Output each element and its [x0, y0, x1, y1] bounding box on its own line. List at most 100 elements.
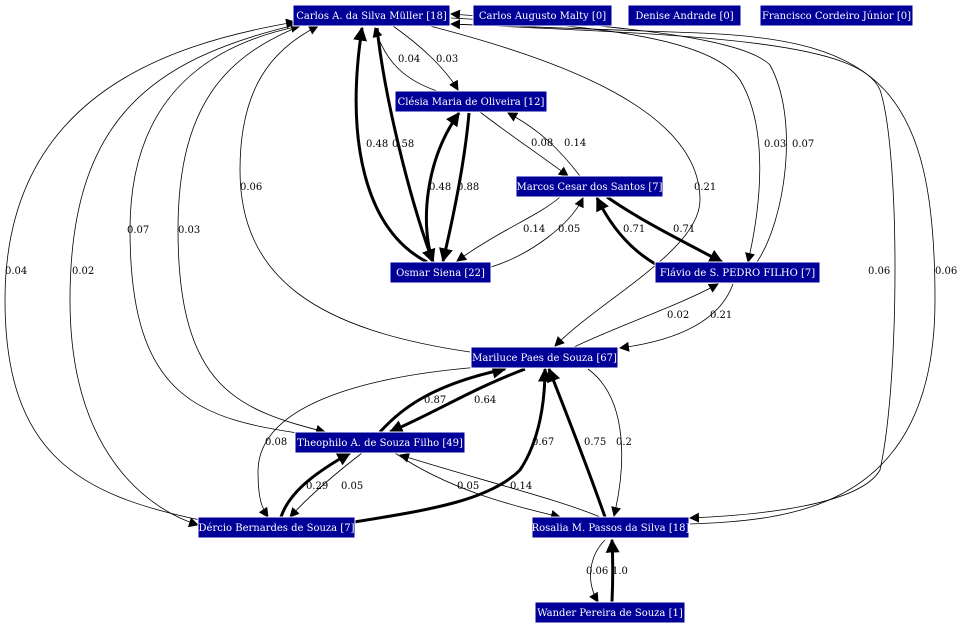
edge-line: [353, 26, 428, 264]
node-box[interactable]: [654, 261, 821, 284]
edge-weight-label: 0.2: [616, 437, 632, 448]
edge-line: [490, 197, 584, 268]
edge-theophilo-to-mariluce: 0.87: [378, 364, 507, 434]
edge-weight-label: 0.02: [667, 310, 689, 321]
edge-weight-label: 0.07: [792, 139, 814, 150]
nodes: Carlos A. da Silva Müller [18] Carlos Aug…: [197, 4, 914, 624]
node-mariluce[interactable]: Mariluce Paes de Souza [67]: [470, 346, 619, 369]
node-box[interactable]: [470, 346, 619, 369]
edge-wander-to-rosalia: 1.0: [605, 538, 628, 603]
edge-marcos-to-flavio: 0.71: [606, 195, 724, 264]
edge-weight-label: 0.21: [710, 310, 732, 321]
edge-rosalia-to-wander: 0.06: [586, 539, 608, 603]
edge-marcos-to-clesia: 0.14: [507, 112, 586, 177]
edge-weight-label: 0.75: [584, 437, 606, 448]
edge-line: [378, 364, 507, 434]
edge-dercio-to-mariluce: 0.67: [353, 367, 554, 524]
node-box[interactable]: [292, 4, 451, 27]
edge-line: [4, 18, 296, 521]
node-osmar[interactable]: Osmar Siena [22]: [389, 261, 492, 284]
edge-carlos-to-dercio: 0.02: [69, 24, 296, 528]
edge-line: [573, 283, 719, 348]
node-marcos[interactable]: Marcos Cesar dos Santos [7]: [515, 175, 664, 198]
node-denise[interactable]: Denise Andrade [0]: [627, 4, 742, 27]
edge-line: [394, 452, 561, 520]
node-box[interactable]: [515, 175, 664, 198]
edge-line: [353, 367, 552, 524]
node-label: Dércio Bernardes de Souza [7]: [199, 523, 355, 534]
edge-carlos-to-clesia: 0.03: [392, 25, 459, 91]
edge-flavio-to-mariluce: 0.21: [619, 283, 734, 352]
node-carlos[interactable]: Carlos A. da Silva Müller [18]: [292, 4, 451, 27]
edge-line: [129, 22, 313, 436]
edge-line: [429, 25, 701, 347]
edge-weight-label: 0.08: [531, 138, 553, 149]
node-label: Mariluce Paes de Souza [67]: [472, 353, 617, 364]
edge-line: [606, 195, 724, 264]
edge-theophilo-to-dercio: 0.05: [289, 452, 363, 518]
edge-weight-label: 0.04: [398, 54, 420, 65]
edge-weight-label: 0.06: [240, 182, 262, 193]
node-theophilo[interactable]: Theophilo A. de Souza Filho [49]: [294, 431, 466, 454]
node-flavio[interactable]: Flávio de S. PEDRO FILHO [7]: [654, 261, 821, 284]
edge-weight-label: 0.06: [868, 266, 890, 277]
edge-clesia-to-marcos: 0.08: [479, 111, 569, 177]
edge-weight-label: 0.14: [510, 481, 532, 492]
edge-carlos-to-theophilo: 0.03: [177, 25, 326, 435]
node-dercio[interactable]: Dércio Bernardes de Souza [7]: [197, 516, 356, 539]
node-rosalia[interactable]: Rosalia M. Passos da Silva [18]: [531, 516, 690, 539]
node-box[interactable]: [531, 516, 690, 539]
edge-clesia-to-osmar: 0.88: [439, 112, 479, 263]
edge-weight-label: 0.88: [457, 182, 479, 193]
edge-weight-label: 0.67: [532, 437, 554, 448]
edge-weight-label: 0.06: [935, 266, 957, 277]
node-label: Marcos Cesar dos Santos [7]: [516, 182, 662, 193]
edge-osmar-to-clesia: 0.48: [424, 111, 461, 263]
node-francisco[interactable]: Francisco Cordeiro Júnior [0]: [759, 4, 914, 27]
node-box[interactable]: [294, 431, 466, 454]
edge-weight-label: 0.14: [564, 138, 586, 149]
node-label: Carlos Augusto Malty [0]: [479, 11, 606, 22]
edge-weight-label: 1.0: [612, 566, 628, 577]
node-malty[interactable]: Carlos Augusto Malty [0]: [472, 4, 613, 27]
node-box[interactable]: [389, 261, 492, 284]
node-box[interactable]: [197, 516, 356, 539]
node-box[interactable]: [472, 4, 613, 27]
edge-weight-label: 0.02: [72, 266, 94, 277]
node-wander[interactable]: Wander Pereira de Souza [1]: [534, 601, 686, 624]
node-box[interactable]: [394, 90, 548, 113]
edge-weight-label: 0.07: [127, 225, 149, 236]
edge-osmar-to-marcos: 0.05: [490, 197, 584, 268]
edge-line: [177, 25, 326, 435]
edge-line: [239, 25, 471, 353]
edge-carlos-to-osmar: 0.58: [375, 27, 436, 264]
edge-osmar-to-carlos: 0.48: [353, 26, 428, 264]
edge-line: [392, 25, 459, 91]
edge-line: [479, 111, 569, 177]
node-clesia[interactable]: Clésia Maria de Oliveira [12]: [394, 90, 548, 113]
edge-line: [388, 367, 526, 434]
node-label: Francisco Cordeiro Júnior [0]: [762, 11, 911, 22]
edge-theophilo-to-rosalia: 0.05: [394, 452, 561, 520]
edge-weight-label: 0.05: [457, 481, 479, 492]
edge-line: [399, 452, 601, 518]
edge-weight-label: 0.58: [392, 139, 414, 150]
edge-weight-label: 0.03: [764, 139, 786, 150]
edge-weight-label: 0.64: [474, 395, 496, 406]
edge-dercio-to-theophilo: 0.29: [279, 451, 352, 518]
edge-line: [619, 283, 734, 352]
edge-weight-label: 0.06: [586, 566, 608, 577]
node-box[interactable]: [534, 601, 686, 624]
edge-marcos-to-osmar: 0.14: [456, 196, 561, 262]
edge-line: [589, 539, 606, 603]
edge-weight-label: 0.03: [436, 54, 458, 65]
edge-line: [450, 17, 761, 263]
edge-weight-label: 0.29: [306, 481, 328, 492]
edge-weight-label: 0.05: [341, 481, 363, 492]
edge-line: [507, 112, 581, 177]
edge-line: [605, 538, 620, 603]
edge-line: [257, 366, 481, 518]
node-box[interactable]: [759, 4, 914, 27]
node-box[interactable]: [627, 4, 742, 27]
